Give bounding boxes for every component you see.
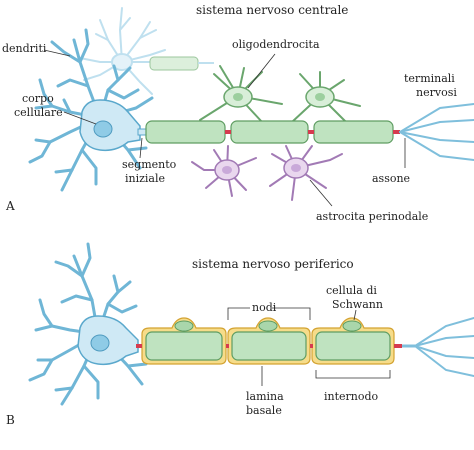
faded-myelin-segment	[149, 56, 199, 71]
label-internodo: internodo	[324, 390, 379, 403]
schwann-nucleus-3	[342, 320, 362, 332]
leader-astrocita	[309, 179, 333, 207]
label-dendriti: dendriti	[2, 42, 47, 55]
node-b2	[310, 344, 313, 348]
label-terminali-1: terminali	[404, 72, 455, 85]
leader-nodi	[227, 307, 311, 320]
schwann-segments	[141, 317, 395, 365]
myelin-segment-a3	[313, 120, 394, 144]
schwann-nucleus-2	[258, 320, 278, 332]
astrocyte-nucleus-1	[222, 166, 232, 174]
label-terminali-2: nervosi	[416, 86, 457, 99]
myelin-segment-b2	[231, 331, 307, 361]
myelin-segment-a2	[230, 120, 309, 144]
node-b1	[226, 344, 229, 348]
leader-dendriti	[43, 49, 71, 57]
label-corpo-1: corpo	[22, 92, 54, 105]
label-cellula-1: cellula di	[326, 284, 377, 297]
nerve-terminals-a	[399, 103, 474, 161]
node-a2	[308, 130, 314, 134]
panel-a-letter: A	[5, 199, 15, 213]
bracket-internodo	[315, 370, 391, 379]
label-segmento-1: segmento	[122, 158, 177, 171]
astrocyte-nucleus-2	[291, 164, 301, 172]
node-a1	[225, 130, 231, 134]
label-segmento-2: iniziale	[125, 172, 165, 185]
initial-segment	[137, 128, 147, 136]
schwann-nucleus-1	[174, 320, 194, 332]
panel-b: sistema nervoso periferico cellula di Sc…	[6, 242, 474, 427]
panel-b-letter: B	[6, 413, 15, 427]
myelin-segment-a1	[145, 120, 226, 144]
label-oligodendrocita: oligodendrocita	[232, 38, 320, 51]
node-a3	[393, 130, 400, 134]
node-b0	[136, 344, 142, 348]
label-lamina-1: lamina	[246, 390, 284, 403]
leader-segmento	[139, 137, 143, 159]
nucleus-b	[90, 334, 110, 352]
myelin-segment-b1	[145, 331, 223, 361]
panel-b-title: sistema nervoso periferico	[192, 257, 354, 271]
nucleus-a	[93, 120, 113, 138]
nerve-terminals-b	[414, 317, 474, 377]
label-astrocita: astrocita perinodale	[316, 210, 428, 223]
myelin-segment-b3	[315, 331, 391, 361]
label-cellula-2: Schwann	[332, 298, 383, 311]
label-lamina-2: basale	[246, 404, 282, 417]
oligodendrocyte-nucleus-1	[233, 93, 243, 101]
faded-neuron	[79, 7, 166, 95]
label-nodi: nodi	[252, 301, 277, 314]
node-b3	[394, 344, 402, 348]
leader-oligo	[247, 53, 276, 89]
panel-a-title: sistema nervoso centrale	[196, 3, 348, 17]
label-corpo-2: cellulare	[14, 106, 63, 119]
astrocyte-processes	[191, 145, 343, 201]
leader-schwann	[353, 309, 357, 321]
leader-corpo	[63, 111, 97, 125]
panel-a: sistema nervoso centrale dendriti corpo …	[2, 3, 474, 223]
oligodendrocyte-nucleus-2	[315, 93, 325, 101]
label-assone: assone	[372, 172, 410, 185]
